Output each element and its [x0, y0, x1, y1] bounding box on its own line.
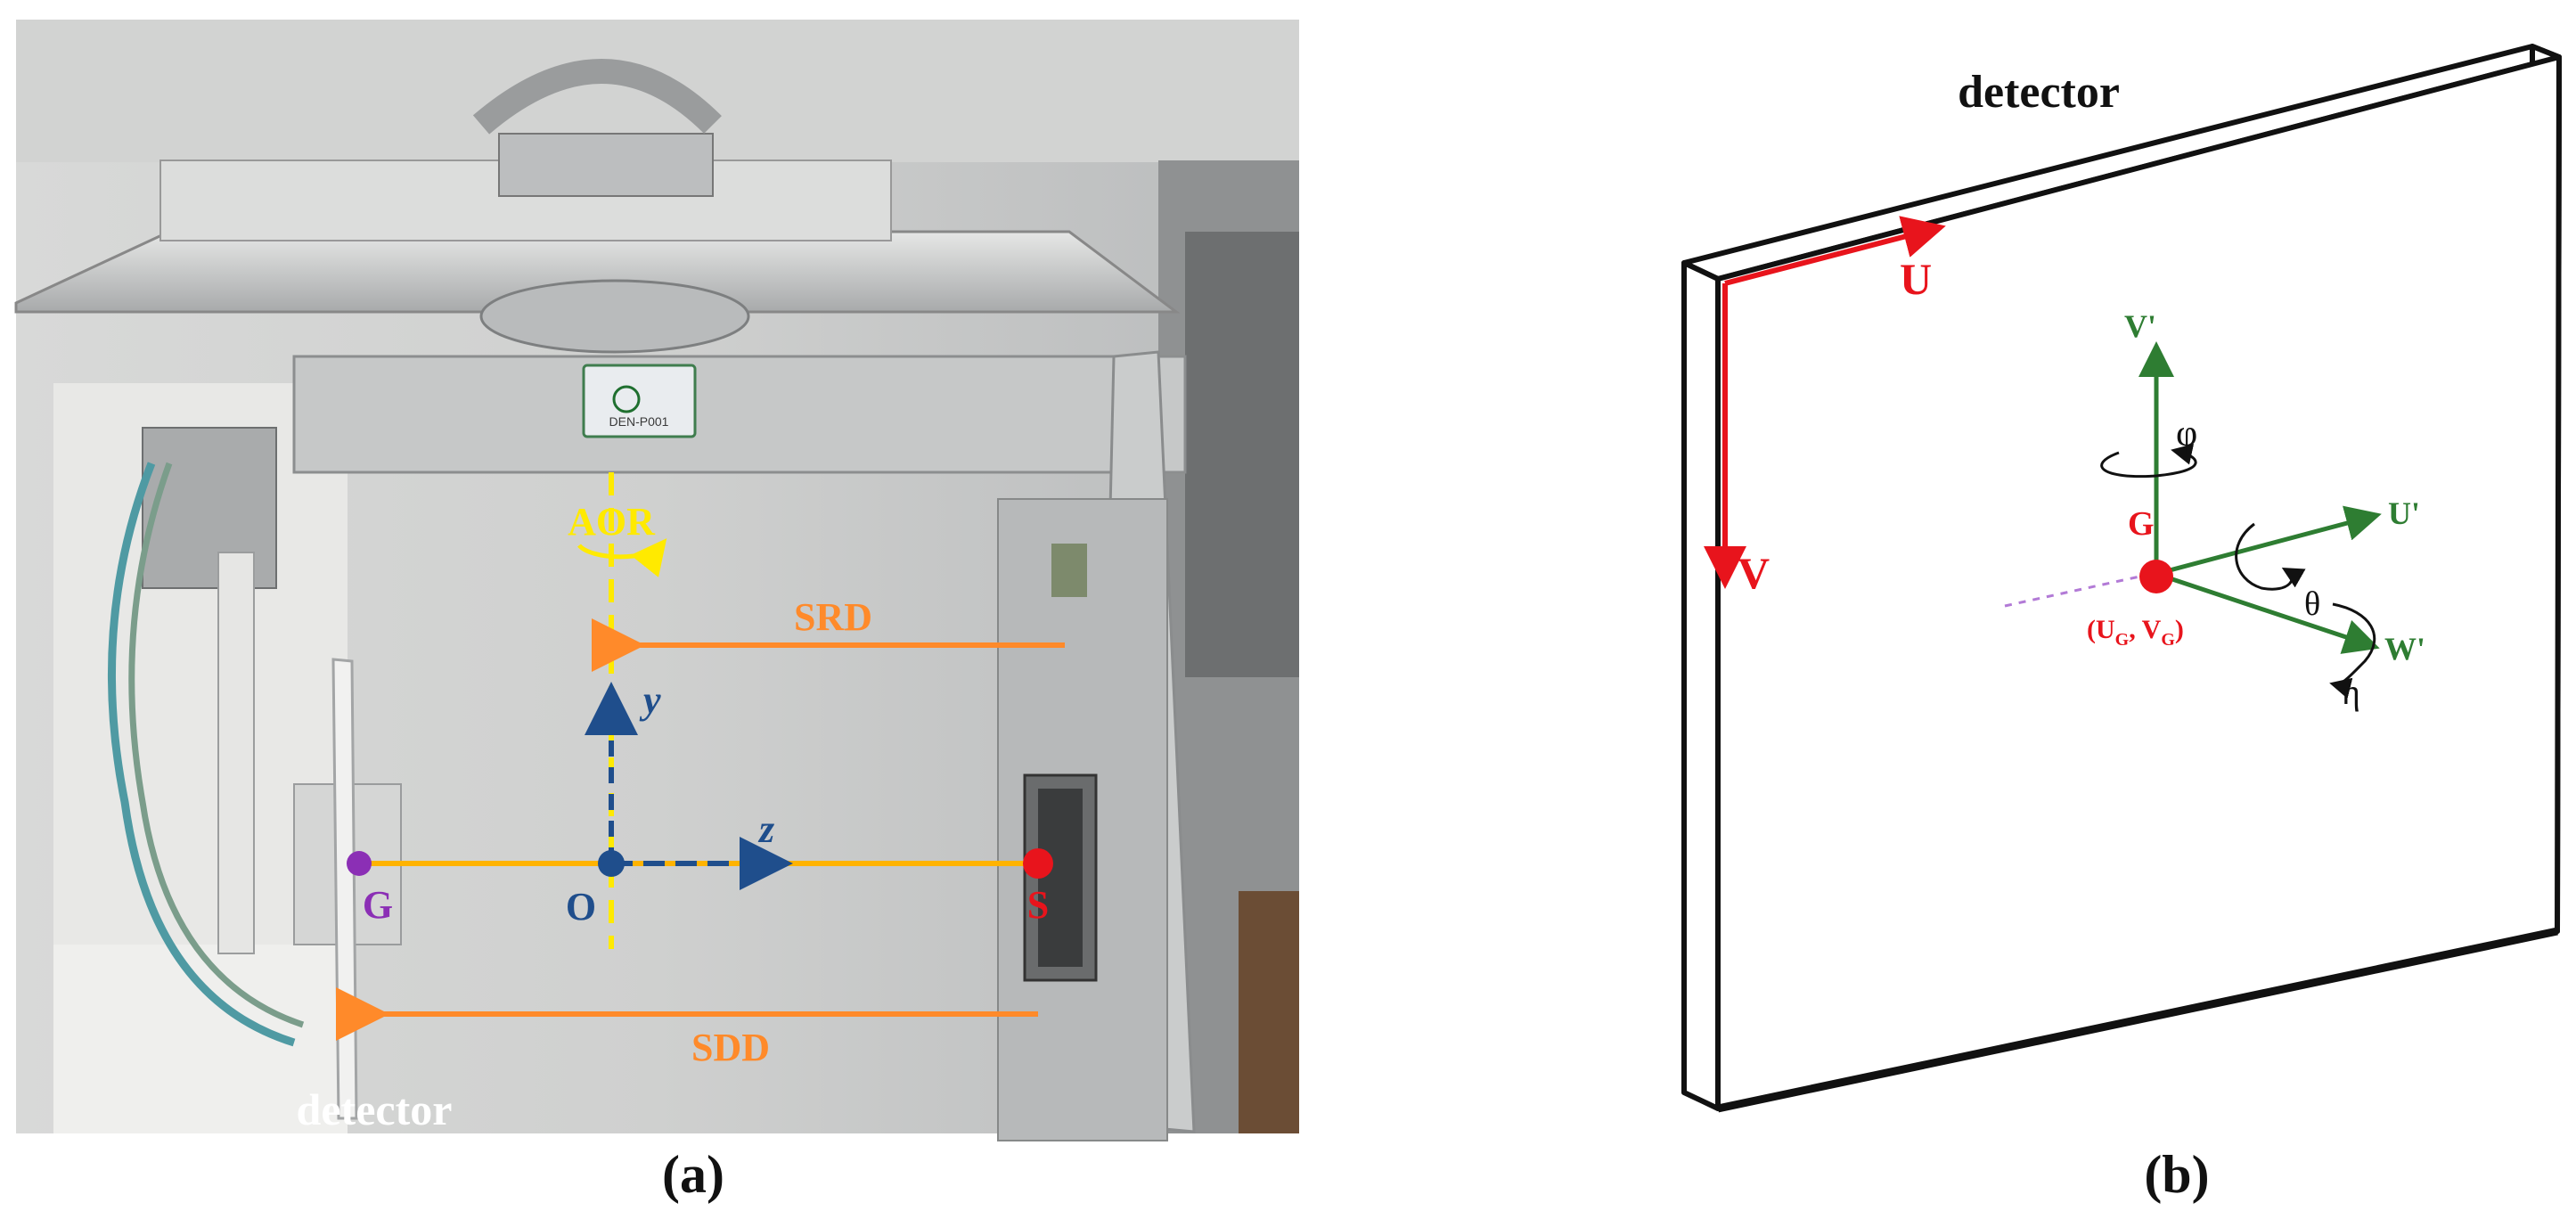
- geometry-overlay: AOR SRD SDD y z O G S detector: [297, 472, 1065, 1134]
- source-point-label: S: [1027, 883, 1049, 927]
- caption-a: (a): [662, 1145, 724, 1204]
- panel-a: DEN-P001 AOR SRD SDD y: [14, 20, 1299, 1204]
- w-prime-label: W': [2384, 631, 2425, 667]
- detector-panel: [1681, 44, 2562, 1113]
- phi-label: φ: [2176, 413, 2197, 454]
- caption-b: (b): [2144, 1145, 2209, 1204]
- theta-label: θ: [2304, 585, 2320, 623]
- detector-point-label: G: [363, 883, 393, 927]
- source-point-s: [1023, 848, 1053, 879]
- detector-plate: [331, 658, 358, 1120]
- v-axis-label: V: [1738, 548, 1770, 598]
- sdd-label: SDD: [691, 1026, 770, 1069]
- y-axis-label: y: [639, 678, 661, 722]
- srd-label: SRD: [794, 595, 872, 639]
- v-prime-label: V': [2124, 308, 2156, 344]
- u-prime-label: U': [2388, 495, 2420, 531]
- detector-label-b: detector: [1958, 67, 2120, 118]
- g-coordinates-label: (UG, VG): [2087, 615, 2184, 650]
- point-g-marker: [2139, 560, 2173, 593]
- origin-label: O: [566, 885, 596, 929]
- machine-gantry: DEN-P001: [14, 59, 1196, 1141]
- theta-rotation-arrow: [2235, 522, 2306, 591]
- eta-label: η: [2342, 672, 2360, 712]
- device-logo-icon: [612, 385, 641, 413]
- detector-point-g: [347, 851, 372, 876]
- detector-label-a: detector: [297, 1084, 453, 1134]
- w-prime-axis-arrow: [2155, 571, 2380, 654]
- aor-label: AOR: [568, 500, 656, 544]
- local-frame: V' U' W' φ θ η G (UG, VG): [2004, 308, 2425, 712]
- central-ray-projection: [2004, 572, 2153, 608]
- phi-rotation-arrow: [2100, 444, 2197, 479]
- u-axis-arrow: [1724, 216, 1946, 286]
- pixel-axes: U V: [1704, 216, 1946, 598]
- device-tag-label: DEN-P001: [609, 414, 669, 429]
- u-prime-axis-arrow: [2155, 505, 2382, 577]
- eta-rotation-arrow: [2329, 602, 2376, 699]
- panel-b: detector U V V' U' W' φ θ η G (UG, VG): [1681, 44, 2562, 1204]
- origin-point: [598, 850, 625, 877]
- z-axis-label: z: [757, 807, 774, 851]
- aor-rotation-arrow: [577, 538, 667, 577]
- u-axis-label: U: [1900, 254, 1932, 304]
- point-g-label: G: [2128, 505, 2155, 543]
